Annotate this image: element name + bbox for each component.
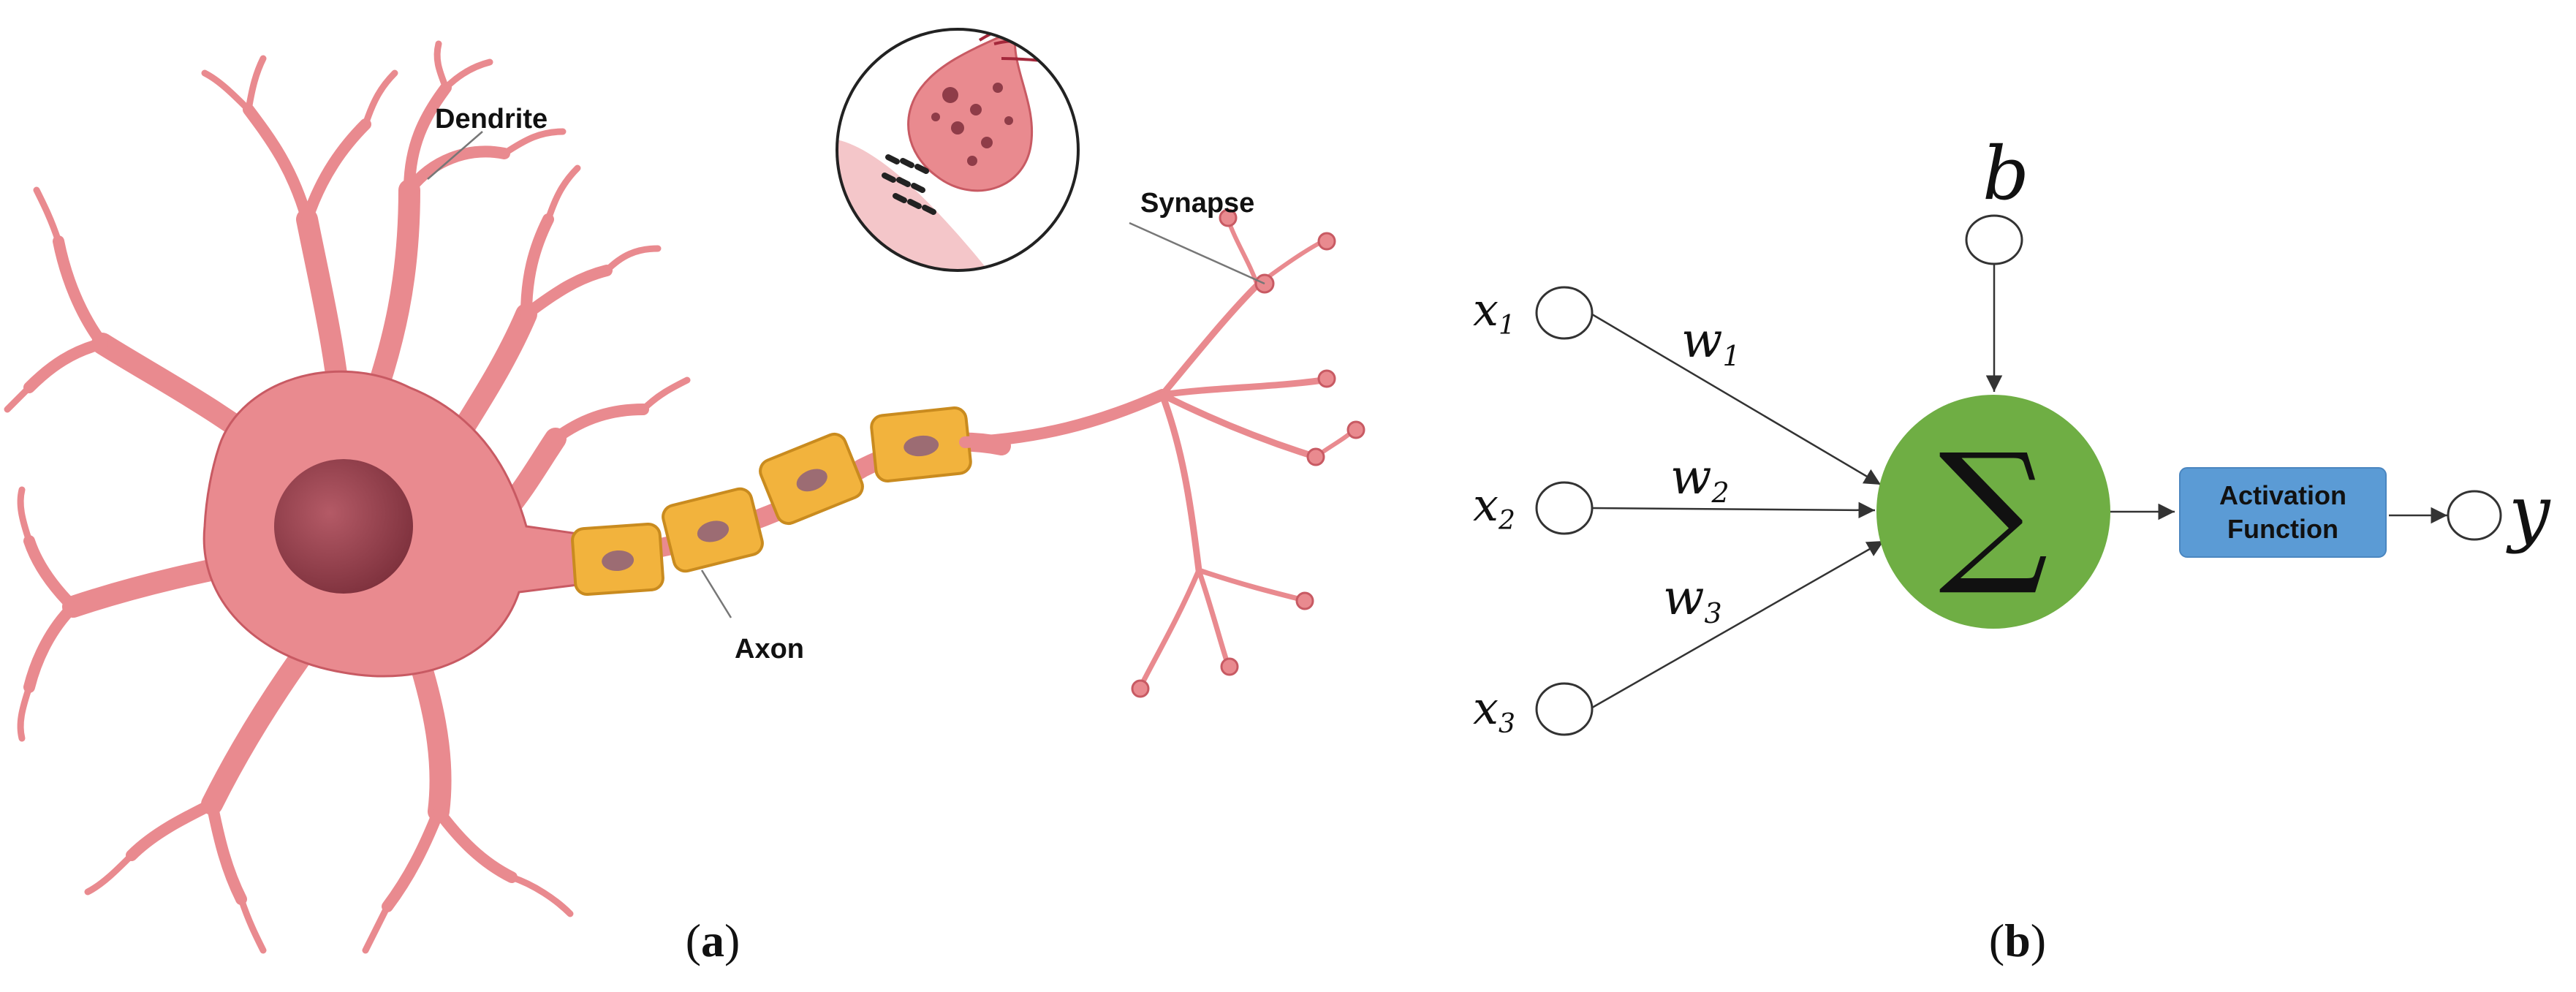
input-label-2: x2 <box>1473 478 1515 536</box>
weight-label-2: w2 <box>1670 449 1730 509</box>
input-node-1 <box>1535 286 1594 340</box>
label-axon: Axon <box>735 634 804 665</box>
neuron-illustration: Dendrite Synapse Axon <box>4 28 1365 954</box>
summation-symbol: ∑ <box>1939 420 2048 599</box>
synapse-zoom-inset <box>836 28 1080 272</box>
output-label: y <box>2506 469 2551 555</box>
caption-b: (b) <box>1989 915 2046 966</box>
input-label-3: x3 <box>1473 681 1515 739</box>
myelin-sheaths <box>571 406 972 596</box>
input-label-1: x1 <box>1473 283 1515 341</box>
leader-lines <box>427 131 1265 618</box>
bias-label: b <box>1982 131 2029 216</box>
perceptron-diagram: x1 x2 x3 w1 w2 w3 b ∑ Activation Functio… <box>1473 131 2551 739</box>
caption-a: (a) <box>686 915 740 966</box>
weight-label-3: w3 <box>1663 569 1722 629</box>
weight-label-1: w1 <box>1681 312 1740 372</box>
output-node <box>2447 490 2502 541</box>
label-dendrite: Dendrite <box>435 104 548 135</box>
summation-node <box>1876 395 2110 629</box>
terminal-buttons <box>1131 208 1365 698</box>
nucleus <box>274 459 413 594</box>
connections <box>1591 265 2447 709</box>
bias-node <box>1965 214 2023 265</box>
activation-label-line1: Activation <box>2219 480 2346 510</box>
label-synapse: Synapse <box>1140 188 1254 219</box>
activation-label-line2: Function <box>2227 514 2338 544</box>
activation-function-box <box>2179 467 2387 558</box>
axon-terminals <box>959 217 1355 690</box>
input-node-3 <box>1535 682 1594 736</box>
input-node-2 <box>1535 481 1594 535</box>
